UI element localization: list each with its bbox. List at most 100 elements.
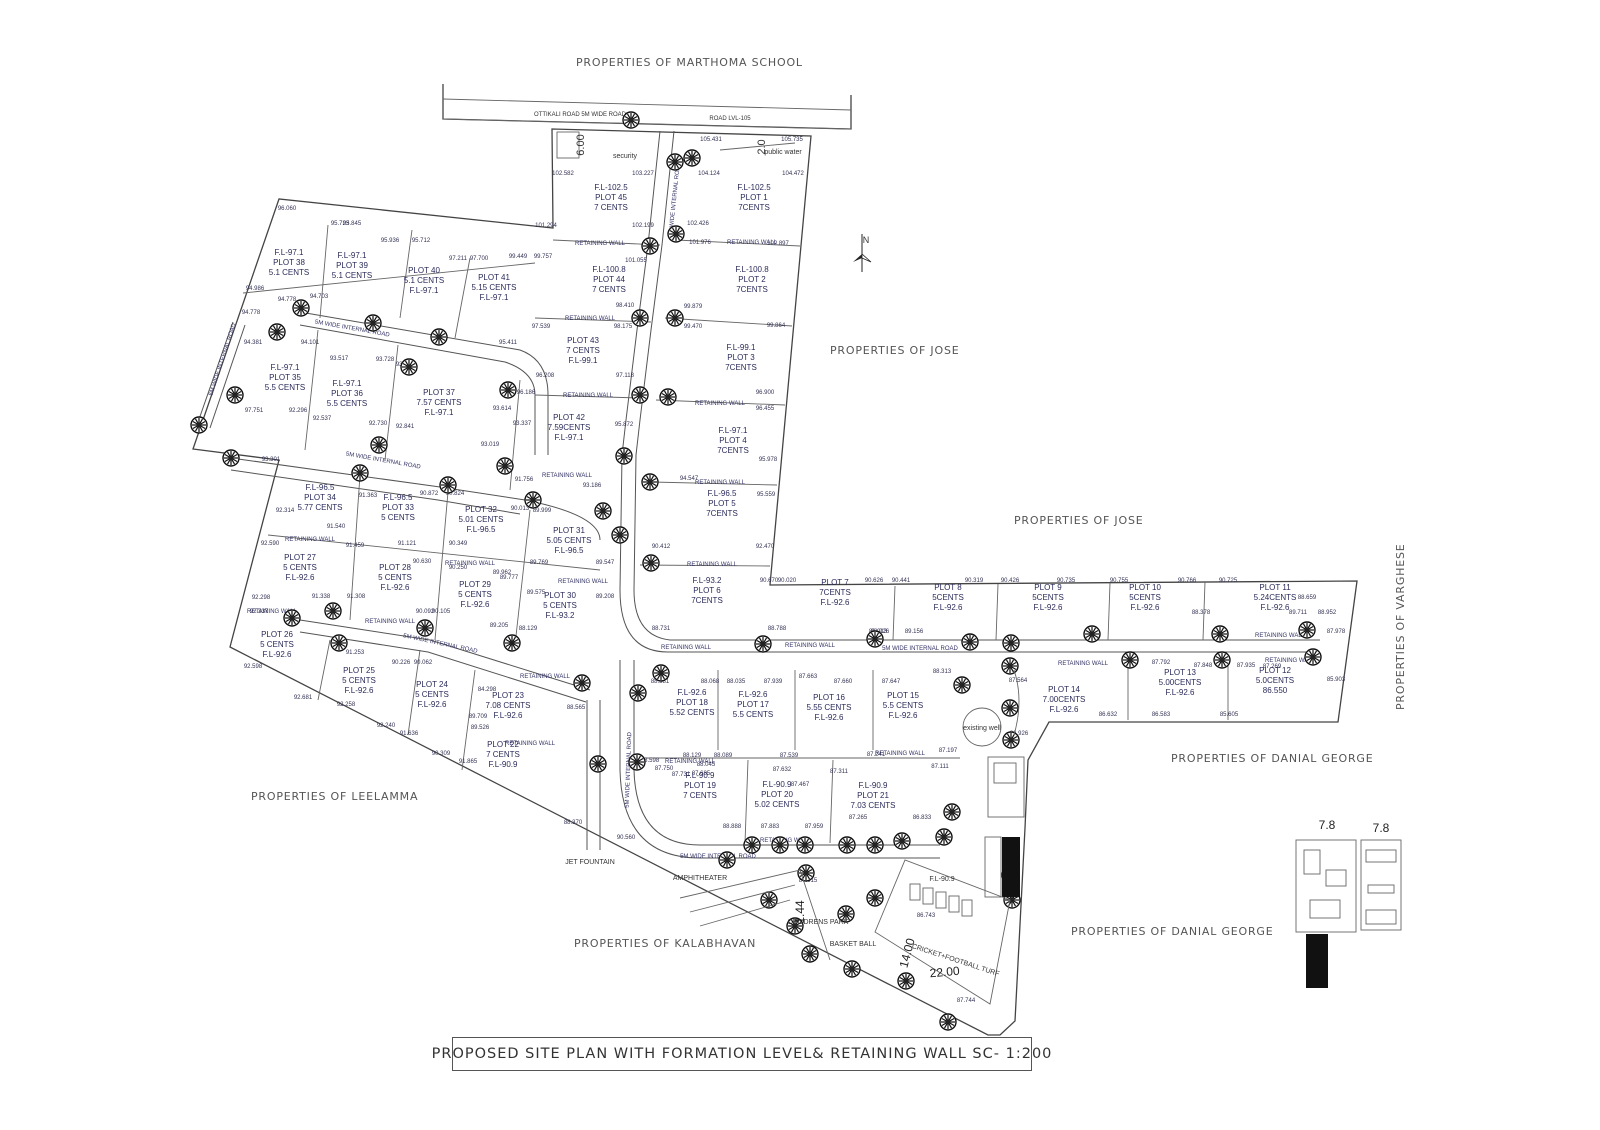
spot-level: 90.013 bbox=[511, 506, 530, 512]
spot-level: 92.240 bbox=[377, 723, 396, 729]
tree-icon bbox=[1002, 731, 1020, 749]
plot-label-line: 5.1 CENTS bbox=[269, 268, 309, 277]
spot-level: 93.301 bbox=[262, 457, 281, 463]
spot-level: 87.939 bbox=[764, 679, 783, 685]
plot-label-line: 7 CENTS bbox=[486, 750, 520, 759]
spot-level: 91.865 bbox=[459, 759, 478, 765]
plot-label-line: PLOT 28 bbox=[379, 563, 411, 572]
spot-level: 93.186 bbox=[583, 483, 602, 489]
plot-label-line: 5.1 CENTS bbox=[404, 276, 444, 285]
tree-icon bbox=[628, 753, 646, 771]
tree-icon bbox=[961, 633, 979, 651]
spot-level: 86.833 bbox=[913, 815, 932, 821]
plot-label-line: PLOT 5 bbox=[708, 499, 736, 508]
tree-icon bbox=[897, 972, 915, 990]
plot-label-line: 5 CENTS bbox=[260, 640, 294, 649]
plot-label-line: PLOT 1 bbox=[740, 193, 768, 202]
clubhouse-block bbox=[984, 756, 1025, 898]
spot-level: 99.757 bbox=[534, 254, 553, 260]
spot-level: 102.426 bbox=[687, 221, 709, 227]
amenities: JET FOUNTAIN AMPHITHEATER CHILDRENS PARK… bbox=[565, 859, 1011, 1005]
plot-label-line: PLOT 15 bbox=[887, 691, 919, 700]
plot-label-line: PLOT 7 bbox=[821, 578, 849, 587]
tree-icon bbox=[866, 630, 884, 648]
retaining-wall-label: RETAINING WALL bbox=[520, 674, 571, 680]
spot-level: 95.723 bbox=[331, 221, 350, 227]
plot-label-line: PLOT 6 bbox=[693, 586, 721, 595]
tree-icon bbox=[1121, 651, 1139, 669]
plot-label-line: 5.5 CENTS bbox=[265, 383, 305, 392]
plot-label-line: PLOT 33 bbox=[382, 503, 414, 512]
retaining-wall-label: RETAINING WALL bbox=[1265, 658, 1316, 664]
spot-level: 96.060 bbox=[278, 206, 297, 212]
spot-level: 91.363 bbox=[359, 493, 378, 499]
spot-level: 90.735 bbox=[1057, 578, 1076, 584]
plot-label-line: F.L-92.6 bbox=[934, 603, 963, 612]
spot-level: 90.824 bbox=[446, 491, 465, 497]
spot-level: 94.547 bbox=[680, 476, 699, 482]
plot-label-line: F.L-93.2 bbox=[693, 576, 722, 585]
childrens-park-label: CHILDRENS PARK bbox=[788, 919, 849, 926]
plot-label-line: F.L-96.5 bbox=[555, 546, 584, 555]
spot-level: 94.986 bbox=[246, 286, 265, 292]
tree-icon bbox=[652, 664, 670, 682]
spot-level: 90.766 bbox=[1178, 578, 1197, 584]
tree-icon bbox=[1213, 651, 1231, 669]
spot-level: 95.411 bbox=[499, 340, 518, 346]
tree-icon bbox=[631, 309, 649, 327]
plot-label-line: 5.01 CENTS bbox=[459, 515, 504, 524]
elevation-1-label: 7.8 bbox=[1319, 818, 1336, 832]
spot-level: 91.253 bbox=[346, 650, 365, 656]
plot-label-line: F.L-90.9 bbox=[859, 781, 888, 790]
spot-level: 92.730 bbox=[369, 421, 388, 427]
plot-label-line: 7.59CENTS bbox=[548, 423, 591, 432]
retaining-wall-label: RETAINING WALL bbox=[505, 741, 556, 747]
plot-label-line: 5.5 CENTS bbox=[327, 399, 367, 408]
spot-level: 95.559 bbox=[757, 492, 776, 498]
spot-level: 86.632 bbox=[1099, 712, 1118, 718]
spot-level: 88.659 bbox=[1298, 595, 1317, 601]
spot-level: 90.725 bbox=[1219, 578, 1238, 584]
plot-label-line: 5CENTS bbox=[1032, 593, 1064, 602]
plot-label-line: 7 CENTS bbox=[594, 203, 628, 212]
plot-label-line: PLOT 35 bbox=[269, 373, 301, 382]
parking-bays bbox=[909, 883, 973, 917]
neighbour-marthoma-label: PROPERTIES OF MARTHOMA SCHOOL bbox=[576, 56, 803, 69]
spot-level: 88.129 bbox=[683, 753, 702, 759]
plot-label-line: PLOT 8 bbox=[934, 583, 962, 592]
plot-label-line: F.L-97.1 bbox=[271, 363, 300, 372]
tree-icon bbox=[837, 905, 855, 923]
tree-icon bbox=[893, 832, 911, 850]
trees bbox=[190, 111, 1322, 1031]
tree-icon bbox=[797, 864, 815, 882]
spot-level: 90.872 bbox=[420, 491, 439, 497]
plot-label-line: 5.05 CENTS bbox=[547, 536, 592, 545]
plot-label-line: PLOT 40 bbox=[408, 266, 440, 275]
plot-label-line: 5 CENTS bbox=[378, 573, 412, 582]
spot-level: 87.660 bbox=[834, 679, 853, 685]
plot-label-line: PLOT 31 bbox=[553, 526, 585, 535]
tree-icon bbox=[866, 836, 884, 854]
spot-level: 87.959 bbox=[805, 824, 824, 830]
fl-909-label: F.L-90.9 bbox=[929, 876, 954, 883]
spot-level: 90.250 bbox=[449, 565, 468, 571]
tree-icon bbox=[1298, 621, 1316, 639]
plot-label-line: 5 CENTS bbox=[381, 513, 415, 522]
plot-label-line: 5.5 CENTS bbox=[883, 701, 923, 710]
tree-icon bbox=[524, 491, 542, 509]
spot-level: 93.614 bbox=[493, 406, 512, 412]
spot-level: 88.731 bbox=[652, 626, 671, 632]
spot-level: 89.208 bbox=[596, 594, 615, 600]
spot-level: 85.605 bbox=[1220, 712, 1239, 718]
